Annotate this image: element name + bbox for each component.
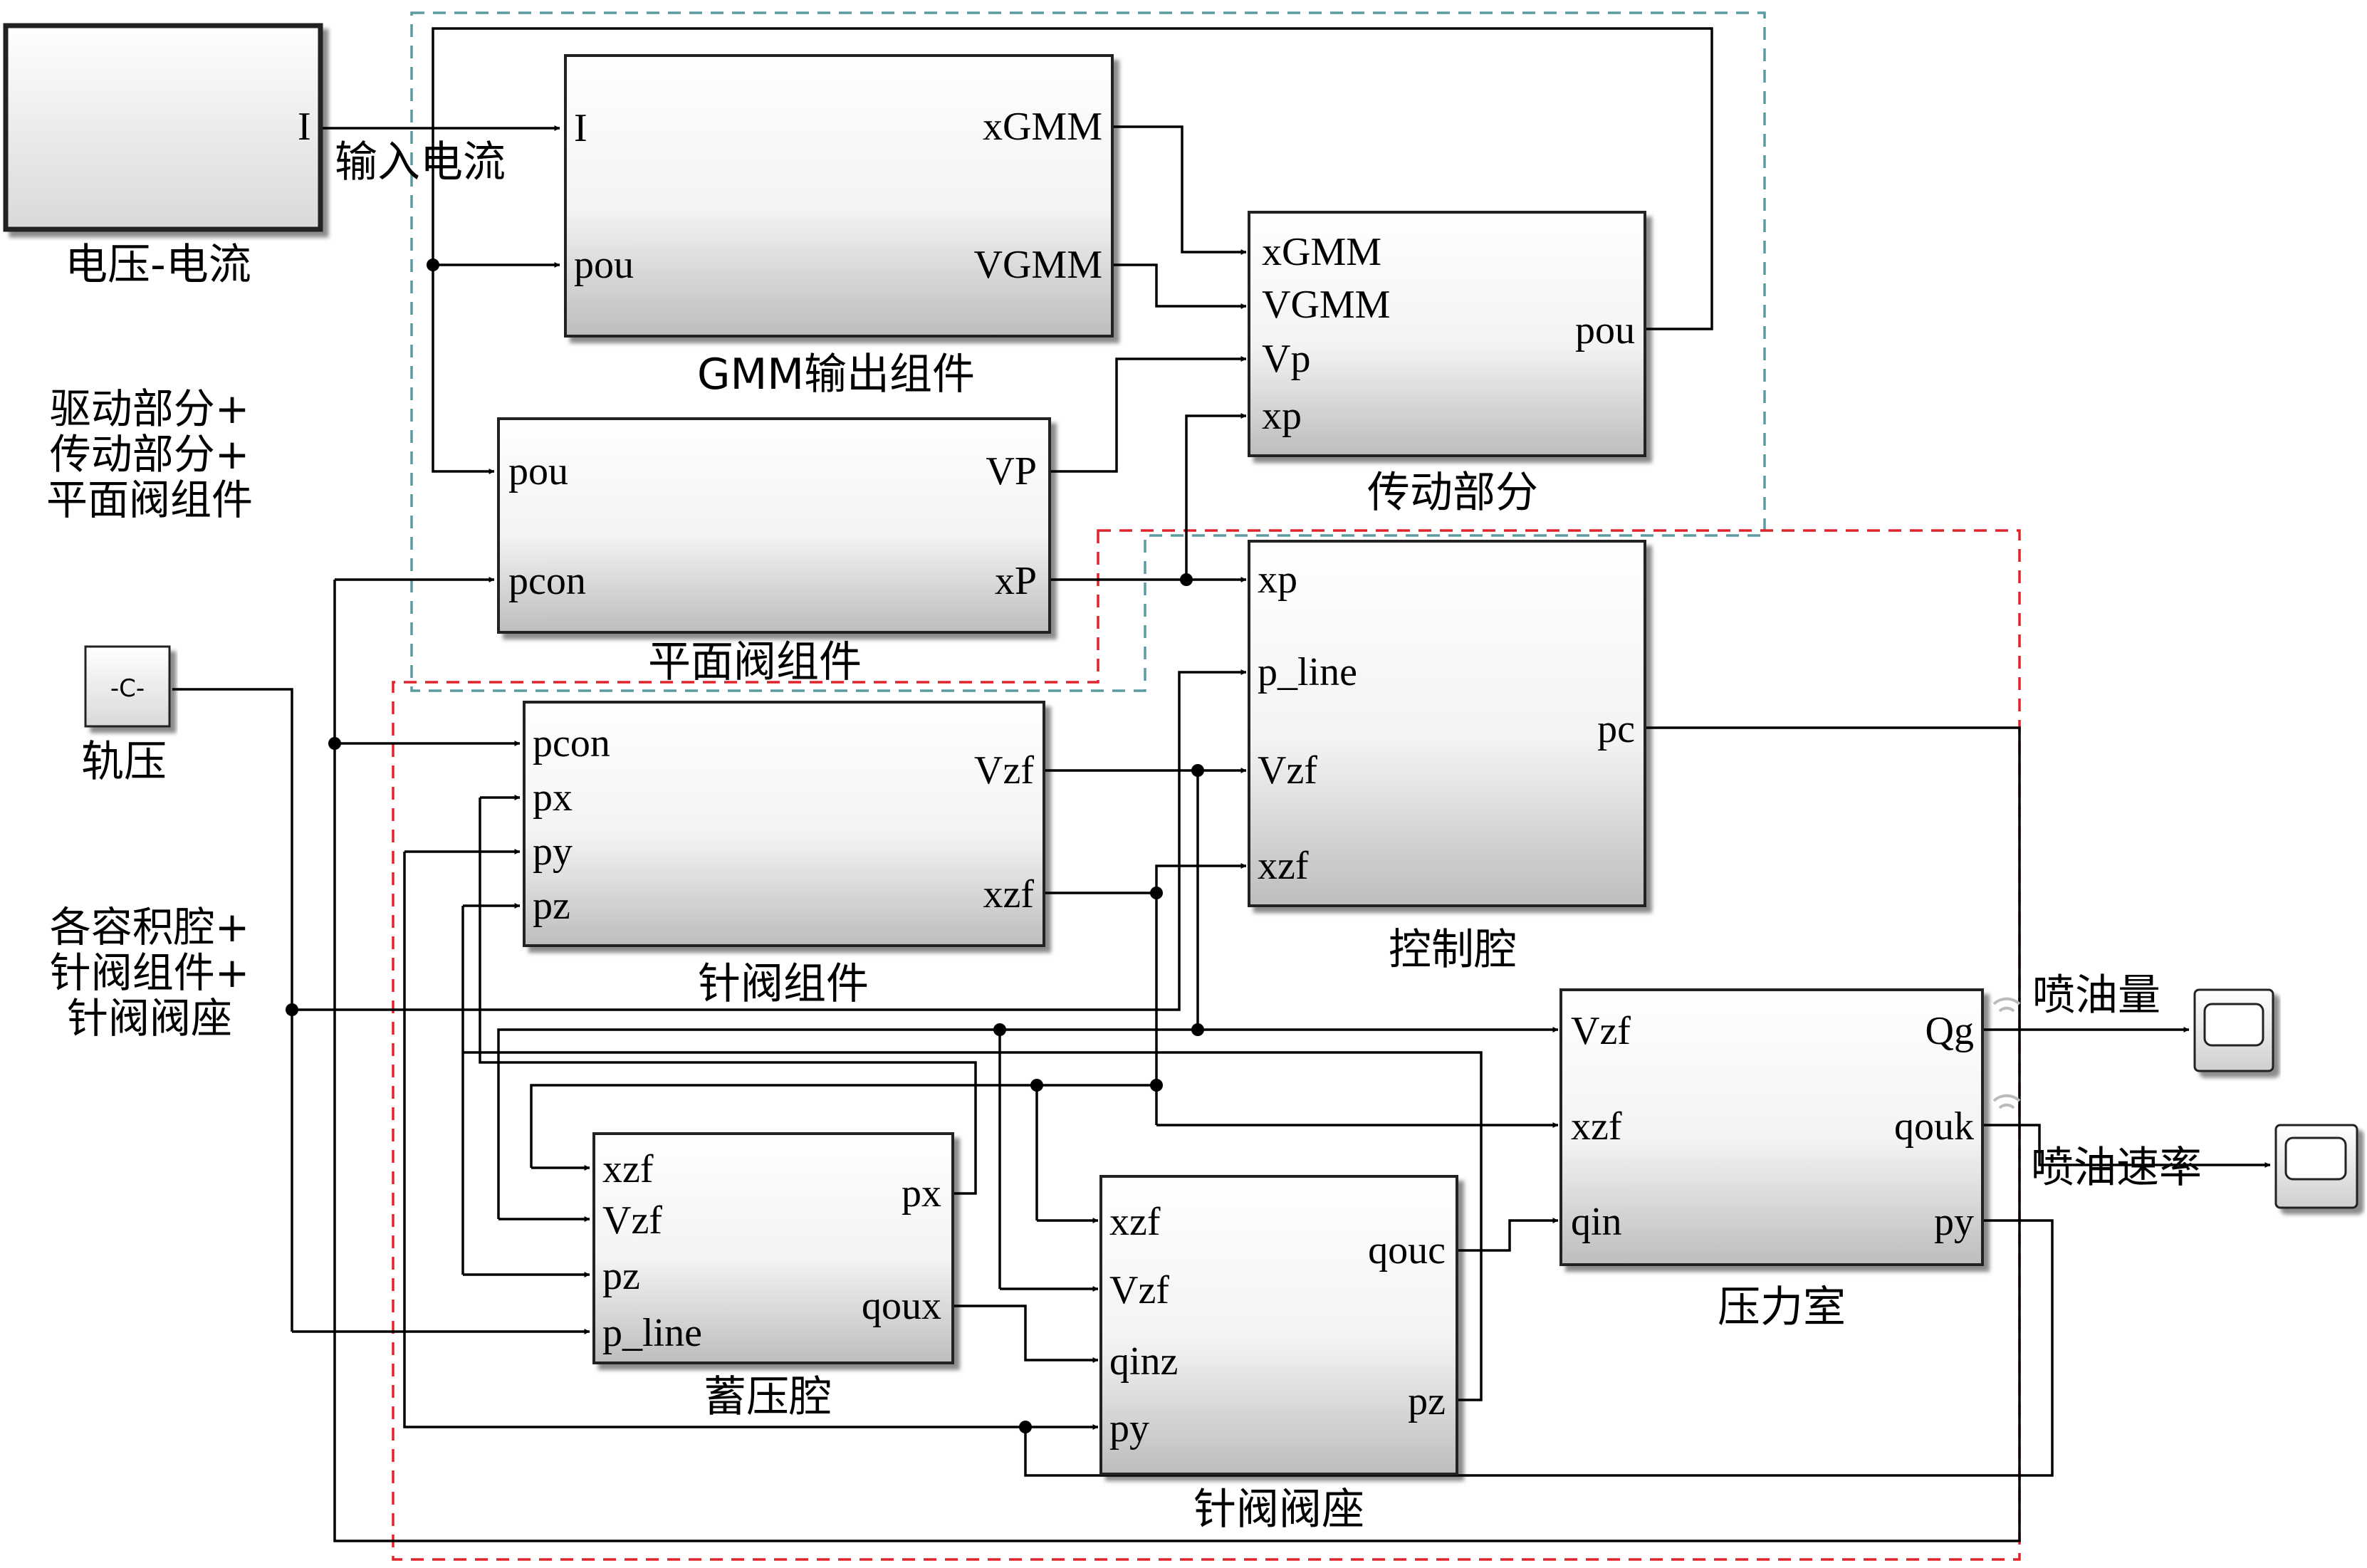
pressure-chamber-in-port: Vzf <box>1571 1009 1631 1053</box>
flat-valve-in-port: pou <box>508 449 568 493</box>
pressure-chamber-in-port: xzf <box>1571 1104 1622 1149</box>
needle-valve-caption: 针阀组件 <box>698 959 869 1009</box>
signal-wires <box>172 27 2271 1542</box>
transmission-caption: 传动部分 <box>1367 468 1538 518</box>
injection-quantity-label: 喷油量 <box>2032 971 2160 1020</box>
pressure-chamber-caption: 压力室 <box>1718 1282 1846 1332</box>
flat-valve-block[interactable]: pou pcon VP xP 平面阀组件 <box>497 417 1051 687</box>
needle-seat-out-port: qouc <box>1368 1228 1446 1272</box>
injection-rate-label: 喷油速率 <box>2031 1143 2202 1193</box>
needle-valve-block[interactable]: pcon px py pz Vzf xzf 针阀组件 <box>523 701 1045 1009</box>
needle-valve-out-port: xzf <box>983 872 1034 916</box>
volume-subsystem-border <box>392 529 2021 1561</box>
transmission-block[interactable]: xGMM VGMM Vp xp pou 传动部分 <box>1248 211 1646 518</box>
needle-seat-out-port: pz <box>1408 1379 1446 1423</box>
gmm-caption: GMM输出组件 <box>697 350 975 399</box>
injection-rate-scope[interactable] <box>2274 1124 2358 1209</box>
needle-seat-in-port: Vzf <box>1109 1268 1169 1312</box>
gmm-out-port: VGMM <box>974 243 1102 287</box>
drive-subsystem-border <box>410 11 1766 692</box>
flat-valve-out-port: VP <box>986 449 1037 493</box>
control-chamber-block[interactable]: xp p_line Vzf xzf pc 控制腔 <box>1248 540 1646 975</box>
gmm-out-port: xGMM <box>983 105 1102 149</box>
transmission-out-port: pou <box>1575 308 1635 352</box>
needle-seat-in-port: py <box>1109 1406 1149 1451</box>
gmm-output-block[interactable]: I pou xGMM VGMM GMM输出组件 <box>564 54 1114 399</box>
control-chamber-in-port: xzf <box>1258 844 1309 888</box>
accumulator-out-port: qoux <box>862 1284 941 1328</box>
pressure-chamber-in-port: qin <box>1571 1200 1622 1244</box>
needle-seat-caption: 针阀阀座 <box>1193 1485 1364 1535</box>
flat-valve-in-port: pcon <box>508 559 586 603</box>
transmission-in-port: xGMM <box>1262 230 1381 274</box>
voltage-current-out-port: I <box>298 105 311 149</box>
svg-text:各容积腔+: 各容积腔+ <box>50 903 250 951</box>
input-current-signal-label: 输入电流 <box>335 137 506 187</box>
control-chamber-in-port: Vzf <box>1258 748 1317 793</box>
control-chamber-in-port: p_line <box>1258 650 1357 694</box>
svg-text:平面阀组件: 平面阀组件 <box>46 476 253 524</box>
rail-pressure-caption: 轨压 <box>81 737 167 787</box>
accumulator-in-port: xzf <box>602 1147 654 1191</box>
needle-valve-in-port: pz <box>533 884 570 928</box>
needle-valve-seat-block[interactable]: xzf Vzf qinz py qouc pz 针阀阀座 <box>1099 1175 1458 1535</box>
gmm-in-port: pou <box>574 243 634 287</box>
rail-pressure-value: -C- <box>110 674 145 703</box>
svg-text:驱动部分+: 驱动部分+ <box>50 385 250 433</box>
transmission-in-port: Vp <box>1262 337 1310 381</box>
gmm-in-port: I <box>574 106 587 150</box>
volume-subsystem-label: 各容积腔+ 针阀组件+ 针阀阀座 <box>50 903 250 1042</box>
svg-text:针阀阀座: 针阀阀座 <box>67 994 232 1042</box>
voltage-current-caption: 电压-电流 <box>65 240 251 290</box>
pressure-chamber-block[interactable]: Vzf xzf qin Qg qouk py 压力室 <box>1559 988 1984 1332</box>
flat-valve-out-port: xP <box>995 559 1037 603</box>
pressure-chamber-out-port: Qg <box>1926 1009 1974 1053</box>
needle-valve-in-port: pcon <box>533 721 610 765</box>
accumulator-out-port: px <box>902 1171 941 1216</box>
accumulator-in-port: Vzf <box>602 1198 662 1243</box>
transmission-in-port: VGMM <box>1262 283 1390 327</box>
control-chamber-caption: 控制腔 <box>1389 925 1517 975</box>
needle-valve-in-port: py <box>533 830 573 874</box>
needle-valve-in-port: px <box>533 775 573 820</box>
control-chamber-out-port: pc <box>1597 707 1635 751</box>
svg-text:传动部分+: 传动部分+ <box>50 430 250 479</box>
accumulator-in-port: p_line <box>602 1311 702 1355</box>
control-chamber-in-port: xp <box>1258 558 1297 602</box>
needle-valve-out-port: Vzf <box>974 748 1034 793</box>
transmission-in-port: xp <box>1262 394 1302 438</box>
accumulator-block[interactable]: xzf Vzf pz p_line px qoux 蓄压腔 <box>592 1132 954 1422</box>
rail-pressure-constant-block[interactable]: -C- 轨压 <box>81 645 171 787</box>
needle-seat-in-port: qinz <box>1109 1339 1178 1384</box>
pressure-chamber-out-port: qouk <box>1894 1104 1974 1149</box>
pressure-chamber-out-port: py <box>1934 1200 1974 1244</box>
flat-valve-caption: 平面阀组件 <box>648 637 862 687</box>
needle-seat-in-port: xzf <box>1109 1200 1161 1244</box>
accumulator-caption: 蓄压腔 <box>704 1372 832 1422</box>
svg-text:针阀组件+: 针阀组件+ <box>50 948 250 997</box>
accumulator-in-port: pz <box>602 1254 640 1298</box>
signal-logging-icon <box>1992 997 2021 1109</box>
wire-junctions <box>286 258 1204 1433</box>
injection-quantity-scope[interactable] <box>2193 988 2274 1072</box>
voltage-current-block[interactable]: I 电压-电流 <box>3 23 323 290</box>
drive-subsystem-label: 驱动部分+ 传动部分+ 平面阀组件 <box>46 385 253 524</box>
